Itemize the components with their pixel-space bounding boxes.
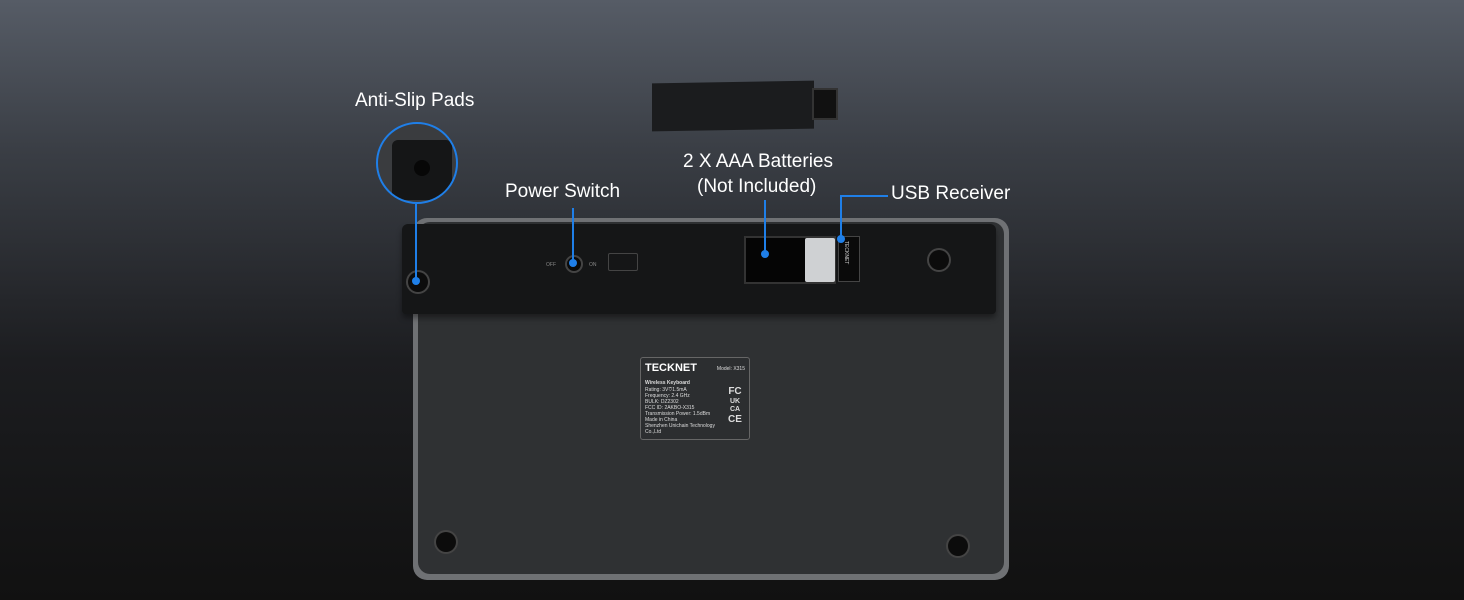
anti-slip-label: Anti-Slip Pads [355, 90, 475, 111]
callout-line [764, 200, 766, 254]
batteries-note: (Not Included) [697, 176, 817, 197]
anti-slip-pad-closeup [376, 122, 458, 204]
sticker-line: Frequency: 2.4 GHz [645, 393, 690, 399]
callout-dot [412, 277, 420, 285]
callout-line [572, 208, 574, 262]
switch-off-label: OFF [546, 262, 556, 268]
sticker-header: TECKNET Model: X315 [645, 362, 745, 375]
sticker-line: FCC ID: 2AKBO-X315 [645, 405, 695, 411]
usb-receiver-label: USB Receiver [891, 183, 1011, 204]
certification-marks: FC UK CA CE [725, 380, 745, 435]
foot-pad [948, 536, 968, 556]
usb-plug [805, 238, 835, 282]
fcc-mark: FC [728, 386, 742, 397]
sticker-line: Rating: 3V⎏1.5mA [645, 387, 687, 393]
callout-dot [761, 250, 769, 258]
usb-receiver: TECKNET [838, 236, 860, 282]
ce-mark: CE [728, 414, 742, 425]
switch-recess [608, 253, 638, 271]
sticker-body: Wireless Keyboard Rating: 3V⎏1.5mA Frequ… [645, 380, 745, 435]
pad-closeup-nub [414, 160, 430, 176]
callout-line [840, 195, 888, 197]
sticker-line: Shenzhen Unichain Technology Co.,Ltd [645, 423, 715, 435]
sticker-product: Wireless Keyboard [645, 380, 690, 386]
switch-on-label: ON [589, 262, 597, 268]
callout-line [415, 204, 417, 280]
callout-line [840, 195, 842, 239]
callout-dot [569, 259, 577, 267]
ukca-mark: UK CA [729, 398, 741, 413]
battery-cover [652, 80, 814, 132]
callout-dot [837, 235, 845, 243]
power-switch-label: Power Switch [505, 181, 621, 202]
sticker-line: Made in China [645, 417, 678, 423]
foot-pad [929, 250, 949, 270]
battery-cover-tab [812, 88, 838, 120]
keyboard-top-bar [402, 224, 996, 314]
sticker-lines: Wireless Keyboard Rating: 3V⎏1.5mA Frequ… [645, 380, 722, 435]
batteries-label: 2 X AAA Batteries [683, 151, 833, 172]
sticker-line: Transmission Power: 1.5dBm [645, 411, 711, 417]
product-label: TECKNET Model: X315 Wireless Keyboard Ra… [640, 357, 750, 440]
sticker-brand: TECKNET [645, 362, 697, 374]
sticker-line: BULK: DZ2302 [645, 399, 679, 405]
sticker-model: Model: X315 [716, 365, 745, 372]
receiver-brand: TECKNET [843, 241, 849, 265]
foot-pad [436, 532, 456, 552]
